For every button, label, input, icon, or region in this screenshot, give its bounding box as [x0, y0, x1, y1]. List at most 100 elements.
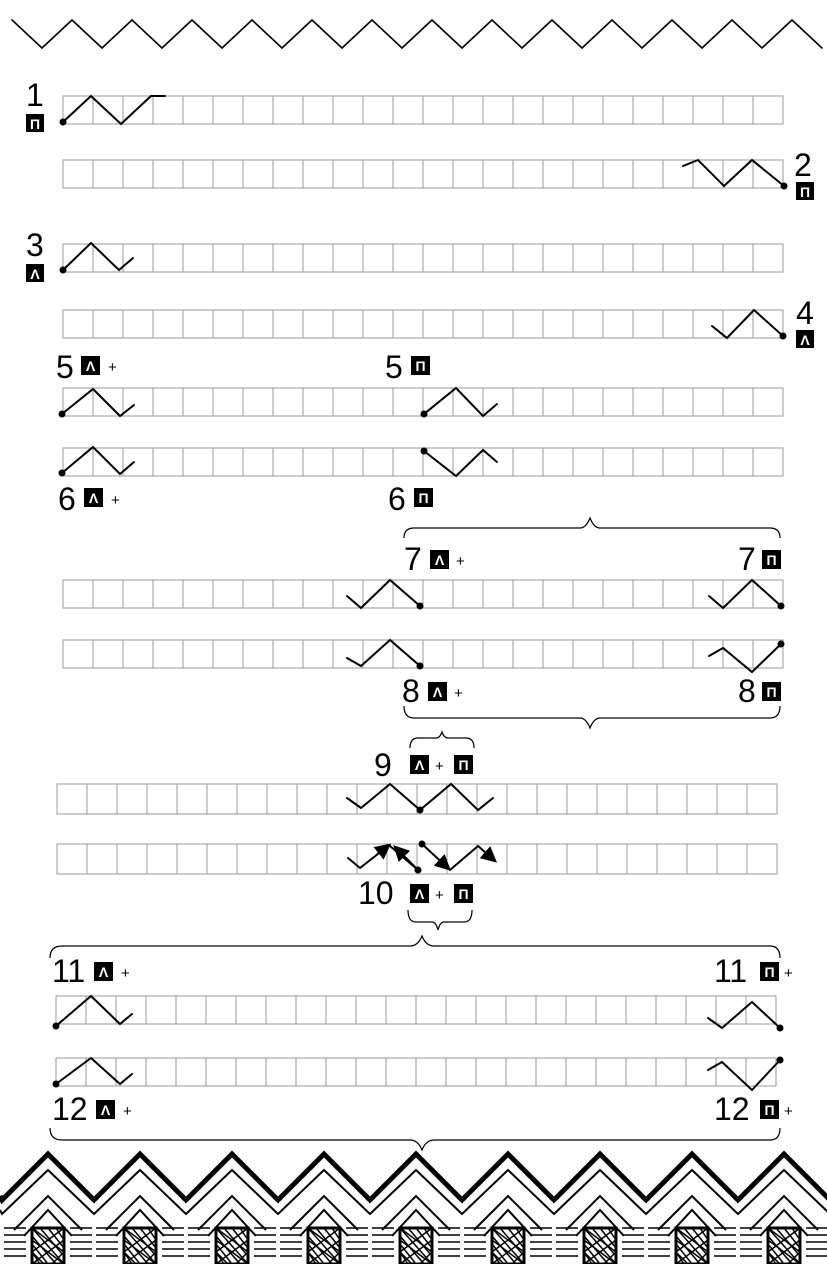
grid-cell [453, 160, 483, 188]
grid-cell [603, 160, 633, 188]
brace-rows-11 [50, 936, 780, 958]
svg-text:+: + [111, 492, 120, 509]
grid-cell [446, 996, 476, 1024]
grid-cell [213, 580, 243, 608]
grid-cell [63, 160, 93, 188]
grid-cell [297, 784, 327, 814]
grid-cell [303, 388, 333, 416]
grid-cell [177, 784, 207, 814]
label-row-2: 2 П [794, 147, 814, 200]
grid-cell [717, 844, 747, 874]
grid-cell [363, 580, 393, 608]
grid-cell [663, 448, 693, 476]
svg-text:Λ: Λ [86, 358, 96, 374]
grid-cell [753, 244, 783, 272]
brace-rows-8 [404, 706, 780, 728]
label-row-5-right: 5 П [385, 349, 430, 385]
svg-text:9: 9 [374, 747, 392, 783]
grid-cell [333, 96, 363, 124]
grid-cell [356, 996, 386, 1024]
grid-cell [663, 388, 693, 416]
grid-cell [633, 96, 663, 124]
grid-cell [393, 244, 423, 272]
grid-cell [146, 1058, 176, 1086]
grid-cell [273, 388, 303, 416]
grid-cell [393, 448, 423, 476]
grid-cell [723, 244, 753, 272]
grid-cell [176, 1058, 206, 1086]
grid-cell [513, 160, 543, 188]
grid-cell [266, 1058, 296, 1086]
grid-cell [663, 96, 693, 124]
grid-cell [386, 996, 416, 1024]
svg-text:+: + [435, 887, 444, 904]
grid-cell [416, 1058, 446, 1086]
grid-cell [153, 96, 183, 124]
label-row-3: 3 Λ [26, 227, 44, 282]
svg-text:Λ: Λ [800, 332, 810, 348]
house-gable [566, 1196, 634, 1230]
grid-cell [63, 96, 93, 124]
grid-cell [483, 640, 513, 668]
grid-cell [693, 448, 723, 476]
grid-cell [297, 844, 327, 874]
grid-cell [567, 784, 597, 814]
svg-text:+: + [435, 758, 444, 775]
grid-cell [507, 784, 537, 814]
grid-cell [687, 844, 717, 874]
label-row-12-left: 12 Λ + [52, 1091, 132, 1127]
grid-cell [363, 160, 393, 188]
grid-cell [393, 96, 423, 124]
svg-text:5: 5 [385, 349, 403, 385]
grid-cell [483, 96, 513, 124]
grid-cell [663, 580, 693, 608]
grid-cell [327, 844, 357, 874]
svg-text:Λ: Λ [435, 552, 445, 568]
label-row-12-right: 12 П + [714, 1091, 793, 1127]
grid-cell [363, 448, 393, 476]
grid-cell [513, 310, 543, 338]
grid-cell [567, 844, 597, 874]
svg-text:1: 1 [26, 77, 44, 113]
grid-cell [686, 1058, 716, 1086]
svg-text:Λ: Λ [415, 886, 425, 902]
grid-cell [657, 844, 687, 874]
grid-cell [153, 310, 183, 338]
svg-text:+: + [784, 1103, 793, 1120]
grid-cell [603, 448, 633, 476]
grid-cell [573, 310, 603, 338]
svg-text:+: + [456, 553, 465, 570]
grid-cell [566, 1058, 596, 1086]
grid-cell [237, 784, 267, 814]
grid-cell [273, 96, 303, 124]
grid-cell [633, 310, 663, 338]
grid-cell [273, 448, 303, 476]
grid-cell [573, 640, 603, 668]
grid-cell [147, 844, 177, 874]
grid-cell [747, 844, 777, 874]
grid-cell [86, 1058, 116, 1086]
grid-cell [267, 784, 297, 814]
grid-cell [633, 388, 663, 416]
grid-cell [423, 640, 453, 668]
grid-cell [303, 580, 333, 608]
grid-cell [657, 784, 687, 814]
grid-cell [333, 310, 363, 338]
grid-cell [326, 1058, 356, 1086]
grid-cell [423, 310, 453, 338]
grid-cell [243, 244, 273, 272]
grid-cell [153, 448, 183, 476]
label-row-7-right: 7 П [738, 541, 781, 577]
grid-cell [393, 310, 423, 338]
grid-cell [273, 310, 303, 338]
grid-cell [693, 244, 723, 272]
top-zigzag-border [12, 20, 822, 48]
grid-cell [57, 784, 87, 814]
svg-text:3: 3 [26, 227, 44, 263]
grid-cell [87, 844, 117, 874]
grid-cell [123, 388, 153, 416]
grid-cell [267, 844, 297, 874]
grid-cell [243, 640, 273, 668]
svg-text:П: П [766, 552, 776, 568]
